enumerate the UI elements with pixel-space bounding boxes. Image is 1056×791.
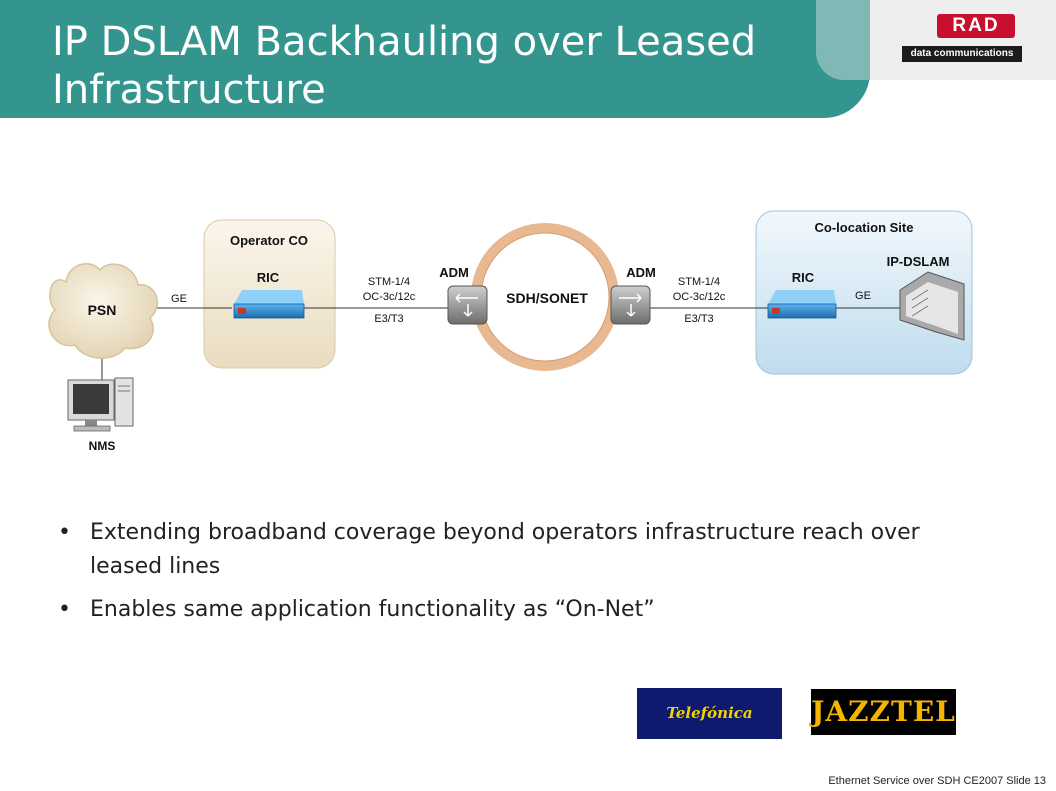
brand-logo-panel bbox=[870, 0, 1056, 80]
psn-cloud bbox=[48, 263, 159, 359]
nms-label: NMS bbox=[89, 439, 116, 453]
adm-left-label: ADM bbox=[439, 265, 469, 280]
rad-logo-subtext: data communications bbox=[902, 46, 1022, 62]
colocation-site-box bbox=[755, 210, 973, 375]
ge-left-label: GE bbox=[171, 293, 187, 305]
psn-label: PSN bbox=[88, 302, 117, 318]
slide-footer: Ethernet Service over SDH CE2007 Slide 1… bbox=[828, 775, 1046, 787]
header-tab bbox=[816, 0, 870, 80]
link-left-line3: E3/T3 bbox=[374, 313, 403, 325]
link-right-line3: E3/T3 bbox=[684, 313, 713, 325]
adm-right-device-icon bbox=[610, 285, 651, 325]
sdh-sonet-label: SDH/SONET bbox=[506, 290, 588, 306]
link-right-line1: STM-1/4 bbox=[678, 276, 720, 288]
telefonica-logo: Telefónica bbox=[637, 688, 782, 739]
ric-right-label: RIC bbox=[792, 270, 815, 285]
rad-logo: RAD bbox=[937, 14, 1015, 38]
jazztel-logo: JAZZTEL bbox=[811, 689, 956, 735]
ip-dslam-device-icon bbox=[899, 271, 965, 341]
bullet-item: • Enables same application functionality … bbox=[58, 593, 978, 627]
bullet-text: Extending broadband coverage beyond oper… bbox=[90, 520, 920, 579]
bullet-text: Enables same application functionality a… bbox=[90, 597, 655, 622]
link-left-line1: STM-1/4 bbox=[368, 276, 410, 288]
link-left-line2: OC-3c/12c bbox=[363, 291, 416, 303]
network-diagram: Operator CO Co-location Site SDH/SONET P… bbox=[48, 210, 973, 453]
ric-right-device-icon bbox=[767, 290, 837, 319]
header-band bbox=[0, 0, 870, 118]
bullet-dot: • bbox=[58, 597, 71, 622]
slide-title: IP DSLAM Backhauling over Leased Infrast… bbox=[52, 19, 757, 113]
operator-co-label: Operator CO bbox=[230, 233, 308, 248]
nms-computer-icon bbox=[67, 377, 134, 432]
ge-right-label: GE bbox=[855, 290, 871, 302]
link-right-line2: OC-3c/12c bbox=[673, 291, 726, 303]
adm-right-label: ADM bbox=[626, 265, 656, 280]
ric-left-label: RIC bbox=[257, 270, 280, 285]
adm-left-device-icon bbox=[447, 285, 488, 325]
bullet-list: • Extending broadband coverage beyond ope… bbox=[58, 516, 978, 636]
ric-left-device-icon bbox=[233, 290, 305, 319]
colocation-site-label: Co-location Site bbox=[815, 220, 914, 235]
bullet-dot: • bbox=[58, 520, 71, 545]
ip-dslam-label: IP-DSLAM bbox=[887, 254, 950, 269]
bullet-item: • Extending broadband coverage beyond ope… bbox=[58, 516, 978, 584]
